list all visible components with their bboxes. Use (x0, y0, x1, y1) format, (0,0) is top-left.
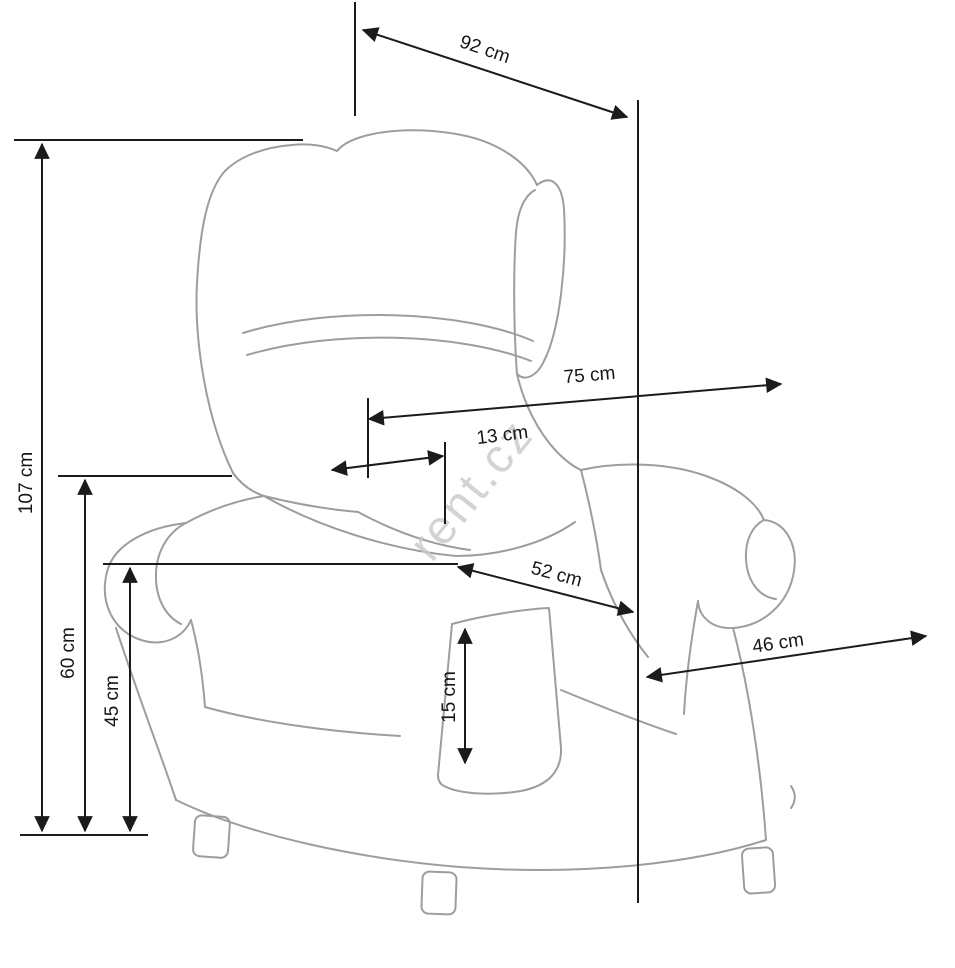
left-arm-inner-line (263, 495, 359, 513)
dim-52-arrow (456, 563, 635, 616)
seat-cushion-line-2 (357, 511, 471, 551)
dim-label-75cm: 75 cm (563, 363, 616, 388)
right-armrest-roll-inner (744, 519, 777, 600)
dim-label-107cm: 107 cm (16, 452, 37, 514)
dimension-lines (14, 2, 928, 903)
right-armrest-roll-outer (697, 519, 796, 630)
seat-back-junction (455, 521, 576, 557)
front-left-foot (192, 814, 231, 859)
wing-inner-line (513, 189, 536, 375)
dim-13-arrow (330, 450, 445, 476)
seat-right-edge (600, 569, 649, 658)
rear-right-foot (740, 846, 777, 895)
fabric-fold-mark (790, 785, 796, 809)
dim-label-46cm: 46 cm (751, 629, 805, 657)
left-armrest-front-edge (190, 619, 206, 708)
headrest-seam-lower (246, 336, 532, 362)
backrest-top-outline (336, 129, 538, 186)
right-arm-inner-edge (580, 469, 602, 571)
dim-label-45cm: 45 cm (102, 675, 123, 727)
dim-label-15cm: 15 cm (439, 671, 460, 723)
left-armrest-roll-outer (103, 522, 192, 644)
left-armrest-top (185, 495, 265, 524)
seat-cushion-line-1 (263, 495, 457, 557)
front-base-right (560, 689, 677, 735)
dim-75-arrow (367, 377, 783, 426)
front-center-foot (420, 870, 458, 916)
dim-label-60cm: 60 cm (58, 627, 79, 679)
left-side-panel (115, 627, 177, 801)
front-base-left (204, 706, 401, 737)
wing-outer-outline (516, 179, 566, 379)
backrest-bottom-junction (232, 472, 265, 497)
base-skirt-outline (175, 799, 767, 871)
dim-label-92cm: 92 cm (457, 31, 513, 68)
backrest-left-outline (195, 143, 338, 474)
dim-46-arrow (645, 630, 928, 683)
left-armrest-roll-inner (154, 522, 187, 625)
right-armrest-front-edge (683, 600, 699, 715)
right-armrest-top (580, 463, 765, 521)
dim-92-arrow (361, 27, 629, 120)
headrest-seam-upper (242, 314, 534, 342)
